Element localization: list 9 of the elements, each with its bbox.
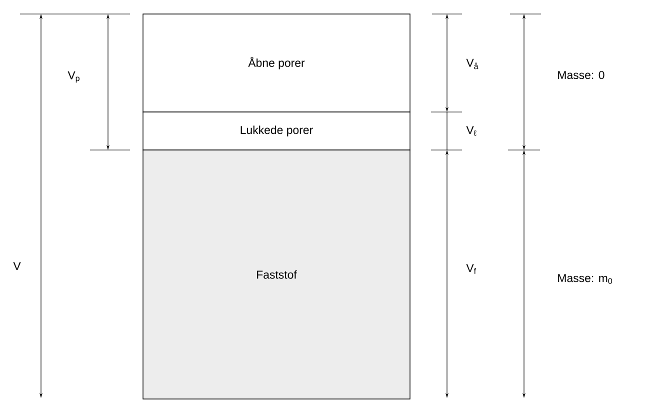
closed-pores-band: Lukkede porer — [142, 112, 410, 150]
dimension-label: Masse: m$_{0}$ — [558, 274, 612, 284]
dimension-label: V$_{å}$ — [466, 58, 478, 70]
dimension-label: Masse: 0 — [558, 70, 604, 80]
dimension-label: V$_{f}$ — [466, 264, 476, 274]
solid-band: Faststof — [142, 150, 410, 400]
dimension-label: V — [13, 262, 21, 270]
dimension-label: V$_{ℓ}$ — [466, 126, 476, 136]
dimension-label: V$_{p}$ — [68, 71, 80, 83]
